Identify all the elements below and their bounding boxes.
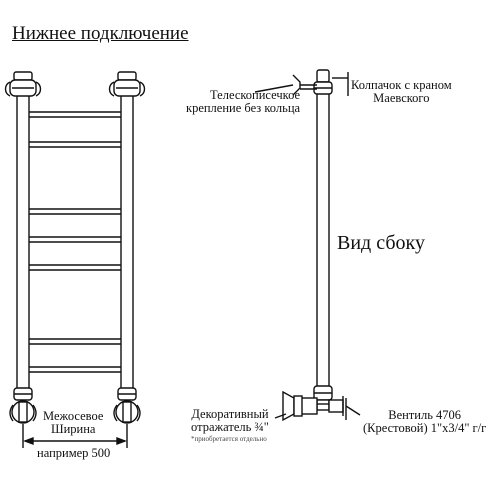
telescopic-mount-label-line2: крепление без кольца [186,101,301,115]
telescopic-mount-label: Телескописечкое крепление без кольца [186,89,300,115]
front-bottom-right-valve [113,400,141,424]
front-bottom-right-nut [117,387,137,401]
decorative-reflector-label-line2: отражатель ¾" [191,420,269,434]
side-view-label: Вид сбоку [337,232,425,254]
telescopic-mount-label-line1: Телескописечкое [210,88,301,102]
front-right-pipe [120,91,134,391]
cap-label-line2: Маевского [373,91,430,105]
telescopic-mount [292,74,317,96]
axis-distance-label-line1: Межосевое [43,409,104,423]
valve-label-line1: Вентиль 4706 [388,408,462,422]
valve-label-line2: (Крестовой) 1"х3/4" г/г [363,421,487,435]
front-bottom-left-nut [13,387,33,401]
side-bottom-elbow [299,397,330,415]
front-left-pipe [16,91,30,391]
leader-lines [254,72,361,420]
front-top-left-cap [4,71,42,97]
decorative-reflector-note: *приобретается отдельно [191,435,267,443]
decorative-reflector [282,390,303,422]
axis-example-label: например 500 [37,446,111,460]
page-title: Нижнее подключение [12,23,189,44]
axis-distance-label: Межосевое Ширина [41,409,106,436]
side-top-cap [313,69,333,95]
decorative-reflector-label: Декоративный отражатель ¾" [191,408,269,434]
side-pipe [316,91,330,389]
side-valve [328,396,344,416]
cap-label: Колпачок с краном Маевского [351,79,452,105]
side-view [254,69,361,422]
dimension-arrow-icon [22,424,128,448]
decorative-reflector-label-line1: Декоративный [191,407,269,421]
front-bottom-left-valve [9,400,37,424]
valve-label: Вентиль 4706 (Крестовой) 1"х3/4" г/г [363,409,486,435]
front-cross-bars [29,111,121,373]
front-top-right-cap [108,71,146,97]
front-view [4,71,146,448]
cap-label-line1: Колпачок с краном [351,78,452,92]
axis-distance-label-line2: Ширина [50,422,96,436]
